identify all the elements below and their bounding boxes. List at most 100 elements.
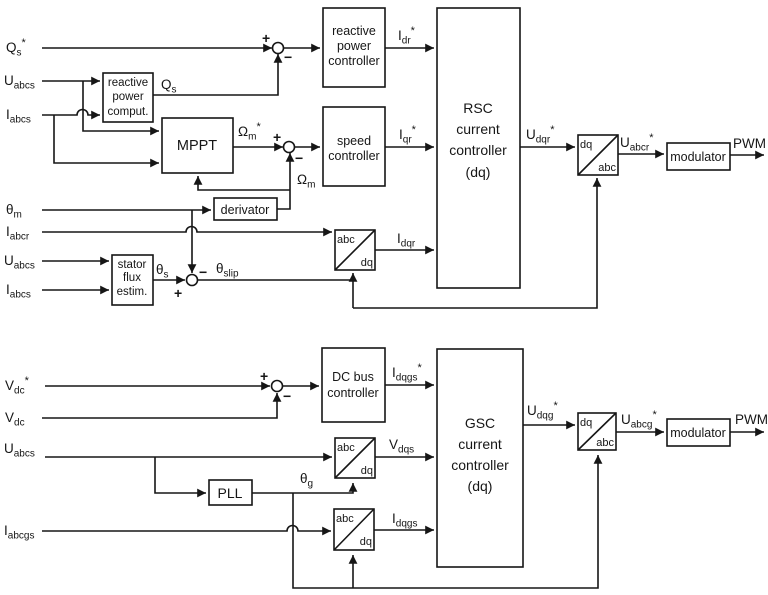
block-text: stator <box>118 259 147 271</box>
label-udqg-ref: Udqg* <box>527 400 558 422</box>
wire-theta-g-feedback <box>292 455 603 589</box>
block-text: dq <box>361 257 373 269</box>
wire-omega-to-mppt <box>193 176 290 191</box>
block-mppt: MPPT <box>161 117 234 174</box>
minus-sign: − <box>284 49 292 65</box>
block-text: abc <box>336 513 354 525</box>
wire-slip-to-dqabc <box>353 178 602 309</box>
gsc-controller-box <box>436 348 524 568</box>
block-text: PLL <box>218 485 243 501</box>
block-abc-to-dq-current: abc dq <box>333 508 375 551</box>
speed-controller-box <box>322 106 386 187</box>
block-reactive-power-comp: reactive power comput. <box>102 72 154 123</box>
modulator-gsc-box <box>666 418 731 447</box>
sum-junction-theta <box>185 273 199 287</box>
block-text: abc <box>337 442 355 454</box>
label-idqgs-ref: Idqgs* <box>392 362 422 384</box>
block-text: power <box>112 91 143 103</box>
block-dq-to-abc-gsc: dq abc <box>577 412 617 451</box>
transform-diagonal <box>577 134 619 176</box>
minus-sign: − <box>295 150 303 166</box>
wire-omega-feedback <box>277 153 295 210</box>
summing-junctions: + − + − − + + − <box>174 30 303 404</box>
block-text: dq <box>580 417 592 429</box>
block-text: power <box>337 39 371 53</box>
wire-vdc-feedback <box>42 393 282 419</box>
plus-sign: + <box>273 129 281 145</box>
label-iabcgs: Iabcgs <box>4 523 34 542</box>
wires-gsc <box>42 380 764 589</box>
block-dc-bus-controller: DC bus controller <box>321 347 386 423</box>
label-iqr-ref: Iqr* <box>399 124 417 146</box>
block-speed-controller: speed controller <box>322 106 386 187</box>
transform-diagonal <box>577 412 617 451</box>
wire-uabcs-to-pll <box>154 457 206 498</box>
block-rsc-current-controller: RSC current controller (dq) <box>436 7 521 289</box>
transform-diagonal <box>334 229 376 271</box>
label-theta-g: θg <box>300 471 313 490</box>
block-text: (dq) <box>466 164 491 180</box>
block-reactive-power-controller: reactive power controller <box>322 7 386 88</box>
block-text: abc <box>598 162 616 174</box>
block-abc-to-dq-voltage: abc dq <box>334 437 376 479</box>
signal-labels-gsc: Vdc* Vdc Uabcs Iabcgs θg Idqgs* Vdqs Idq… <box>4 362 768 542</box>
label-omega-m-ref: Ωm* <box>238 121 261 143</box>
block-text: DC bus <box>332 370 374 384</box>
label-qs-ref: Qs* <box>6 37 27 59</box>
block-derivator: derivator <box>213 197 278 221</box>
label-uabcs-mid: Uabcs <box>4 253 35 272</box>
label-uabcs-bot: Uabcs <box>4 441 35 460</box>
pll-box <box>208 479 253 506</box>
block-text: dq <box>361 465 373 477</box>
block-modulator-rsc: modulator <box>666 142 731 171</box>
block-text: GSC <box>465 415 495 431</box>
block-text: reactive <box>108 77 148 89</box>
block-text: dq <box>580 139 592 151</box>
block-text: current <box>456 121 500 137</box>
label-idqgs: Idqgs <box>392 511 417 530</box>
block-stator-flux-estim: stator flux estim. <box>111 254 154 306</box>
block-text: controller <box>328 149 379 163</box>
wire-iabcgs <box>42 524 331 536</box>
rsc-controller-box <box>436 7 521 289</box>
label-vdc-ref: Vdc* <box>5 375 30 397</box>
block-text: estim. <box>117 286 148 298</box>
wire-iabcs-branch-mppt <box>53 115 159 168</box>
label-pwm-gsc: PWM <box>735 412 768 427</box>
sum-junction-speed <box>282 140 296 154</box>
reactive-power-controller-box <box>322 7 386 88</box>
block-text: abc <box>596 437 614 449</box>
block-text: abc <box>337 234 355 246</box>
label-pwm-rsc: PWM <box>733 136 766 151</box>
block-text: controller <box>449 142 507 158</box>
wires-rsc <box>42 43 764 309</box>
signal-labels-rsc: Qs* Uabcs Iabcs Qs Ωm* Ωm θm Iabcr Uabcs… <box>4 25 766 301</box>
wire-iabcs-to-comp <box>42 108 100 120</box>
block-text: (dq) <box>468 478 493 494</box>
block-dq-to-abc-rsc: dq abc <box>577 134 619 176</box>
sum-junction-vdc <box>270 379 284 393</box>
derivator-box <box>213 197 278 221</box>
block-text: MPPT <box>177 138 217 154</box>
label-uabcr-ref: Uabcr* <box>620 132 654 154</box>
label-iabcs-top: Iabcs <box>6 107 31 126</box>
block-modulator-gsc: modulator <box>666 418 731 447</box>
block-text: flux <box>123 272 141 284</box>
plus-sign: + <box>174 285 182 301</box>
block-gsc-current-controller: GSC current controller (dq) <box>436 348 524 568</box>
modulator-rsc-box <box>666 142 731 171</box>
block-text: current <box>458 436 502 452</box>
block-pll: PLL <box>208 479 253 506</box>
label-uabcs-top: Uabcs <box>4 73 35 92</box>
plus-sign: + <box>262 30 270 46</box>
block-text: modulator <box>670 150 726 164</box>
label-qs: Qs <box>161 77 177 96</box>
minus-sign: − <box>199 264 207 280</box>
plus-sign: + <box>260 368 268 384</box>
label-vdc: Vdc <box>5 410 25 429</box>
block-abc-to-dq-rotor: abc dq <box>334 229 376 271</box>
block-text: controller <box>327 386 378 400</box>
block-text: comput. <box>108 106 149 118</box>
